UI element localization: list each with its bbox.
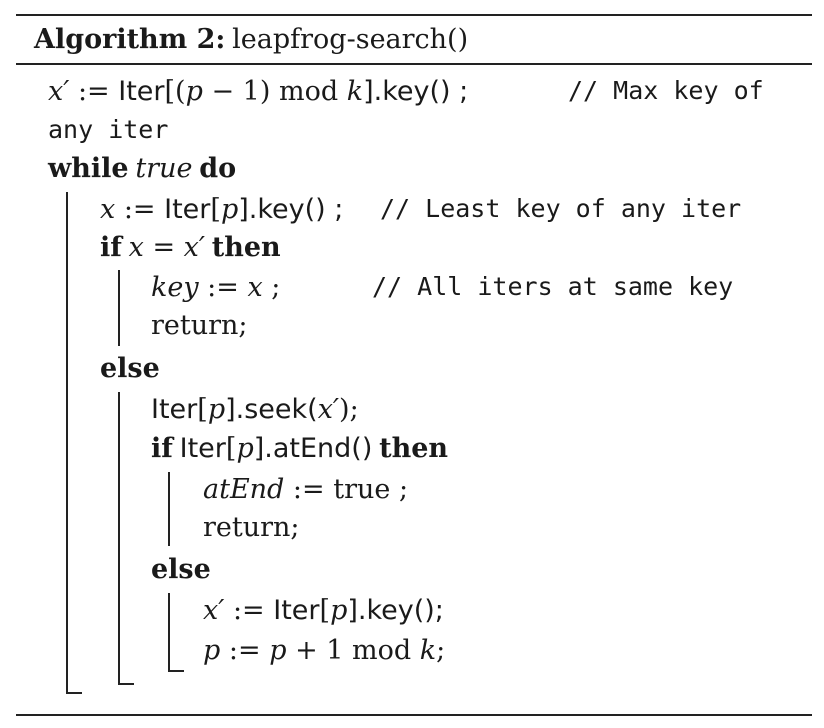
if-then-block-bar [118, 270, 120, 346]
line-14-code: x′ := Iter[p].key(); [203, 593, 444, 628]
var-p: p [220, 194, 239, 225]
kw-then: then [379, 433, 449, 464]
semicolon: ; [262, 272, 281, 303]
kw-if: if [100, 232, 122, 263]
expr-tail: ].key(); [347, 595, 444, 626]
algorithm-name: leapfrog-search() [232, 24, 469, 55]
line-13-else: else [151, 554, 211, 585]
assign-op: := [69, 76, 119, 107]
line-4-comment: // Least key of any iter [380, 194, 742, 223]
line-1-code: x′ := Iter[(p − 1) mod k].key() ; [48, 74, 468, 109]
atend-call: ].atEnd() [253, 433, 373, 464]
kw-if: if [151, 433, 173, 464]
line-11-atend-assign: atEnd := true ; [203, 472, 408, 507]
var-key: key [151, 272, 199, 303]
var-x: x [247, 272, 263, 303]
iter-fn: Iter [118, 76, 165, 107]
if-atend-block-bar [168, 472, 170, 546]
line-2-comment: any iter [48, 115, 169, 144]
var-x-prime: x′ [317, 394, 340, 425]
algorithm-header: Algorithm 2: leapfrog-search() [34, 22, 468, 57]
var-x: x [100, 194, 116, 225]
var-k: k [346, 76, 364, 107]
line-5-if: if x = x′ then [100, 230, 281, 265]
var-x-prime: x′ [183, 232, 206, 263]
assign-op: := [220, 635, 270, 666]
seek-call: ].seek( [225, 394, 318, 425]
iter-fn: Iter [179, 433, 226, 464]
else-block-foot [118, 683, 134, 685]
var-x: x [128, 232, 144, 263]
iter-fn: Iter [151, 394, 198, 425]
line-10-if-atend: if Iter[p].atEnd() then [151, 431, 448, 466]
kw-while: while [48, 153, 129, 184]
inner-else-block-foot [168, 670, 184, 672]
bracket: [( [164, 76, 186, 107]
assign-op: := [284, 474, 334, 505]
expr-tail: ].key() ; [238, 194, 344, 225]
var-k: k [419, 635, 437, 666]
eq-op: = [143, 232, 184, 263]
kw-then: then [211, 232, 281, 263]
semicolon: ; [390, 474, 409, 505]
line-15-code: p := p + 1 mod k; [203, 633, 445, 668]
var-p: p [269, 635, 287, 666]
val-true: true [333, 474, 391, 505]
paren-close: ); [339, 394, 359, 425]
iter-fn: Iter [273, 595, 320, 626]
expr: − 1) mod [202, 76, 347, 107]
var-atend: atEnd [203, 474, 285, 505]
var-p: p [203, 635, 221, 666]
bracket: [ [225, 433, 237, 464]
var-x-prime: x′ [48, 76, 70, 107]
var-x-prime: x′ [203, 595, 225, 626]
line-6-code: key := x ; [151, 270, 280, 305]
assign-op: := [224, 595, 274, 626]
var-p: p [330, 595, 348, 626]
line-3-while: while true do [48, 151, 236, 186]
header-rule [16, 63, 812, 65]
var-p: p [207, 394, 226, 425]
assign-op: := [198, 272, 248, 303]
assign-op: := [115, 194, 165, 225]
bracket: [ [210, 194, 221, 225]
semicolon: ; [436, 635, 446, 666]
bracket: [ [319, 595, 331, 626]
line-4-code: x := Iter[p].key() ; [100, 192, 343, 227]
expr: + 1 mod [286, 635, 420, 666]
while-block-bar [66, 192, 68, 694]
kw-do: do [199, 153, 237, 184]
val-true: true [135, 153, 193, 184]
line-9-seek: Iter[p].seek(x′); [151, 392, 359, 427]
var-p: p [185, 76, 203, 107]
algorithm-label: Algorithm 2: [34, 24, 226, 55]
line-8-else: else [100, 353, 160, 384]
var-p: p [236, 433, 254, 464]
expr-tail: ].key() ; [363, 76, 469, 107]
bottom-rule [16, 714, 812, 716]
top-rule [16, 14, 812, 16]
line-12-return: return; [203, 512, 300, 543]
inner-else-block-bar [168, 593, 170, 672]
iter-fn: Iter [164, 194, 211, 225]
line-7-return: return; [151, 310, 248, 341]
while-block-foot [66, 692, 82, 694]
line-1-comment: // Max key of [568, 76, 764, 105]
else-block-bar [118, 392, 120, 685]
bracket: [ [197, 394, 208, 425]
line-6-comment: // All iters at same key [372, 272, 734, 301]
